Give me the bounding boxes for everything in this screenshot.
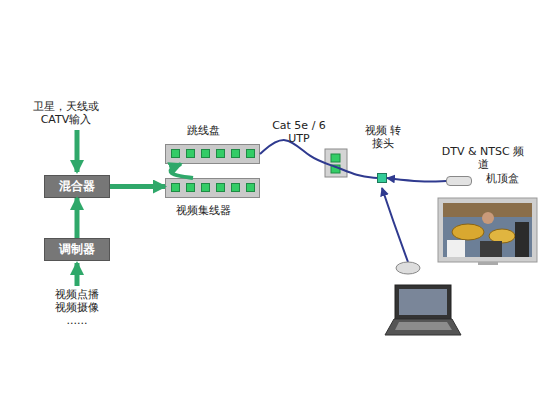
connector — [260, 140, 377, 178]
port-square — [186, 183, 195, 192]
connector — [110, 184, 165, 189]
cable-label: Cat 5e / 6 UTP — [272, 119, 326, 145]
connector — [170, 164, 193, 178]
tv-scene — [480, 241, 502, 257]
port-square — [246, 183, 255, 192]
laptop-screen — [395, 285, 451, 319]
panel-body — [165, 144, 260, 164]
laptop-keyboard — [395, 322, 452, 330]
wall-port — [331, 154, 340, 162]
tv-scene — [515, 222, 529, 257]
wireless-link — [382, 188, 408, 262]
tv-frame — [438, 198, 537, 262]
port-square — [231, 149, 240, 158]
port-square — [171, 183, 180, 192]
annotation-label: DTV & NTSC 频道 — [440, 145, 526, 171]
set-top-box: 机顶盒 — [442, 168, 532, 192]
node-text: 跳线盘 — [168, 124, 238, 137]
laptop-screen — [399, 289, 447, 315]
node-text: 调制器 — [59, 243, 95, 256]
input-arrow — [75, 130, 80, 172]
node-text: 视频集线器 — [168, 204, 238, 217]
tv-scene — [489, 229, 515, 243]
balun-body — [377, 173, 387, 183]
port-square — [171, 149, 180, 158]
video-balun: 视频 转接头 — [362, 124, 404, 186]
process-box: 混合器 — [44, 175, 110, 198]
port-square — [201, 183, 210, 192]
annotation-label: 卫星，天线或 CATV输入 — [24, 100, 108, 126]
port-square — [186, 149, 195, 158]
laptop-base — [385, 319, 461, 335]
wall-port — [331, 165, 340, 173]
port-square — [201, 149, 210, 158]
port-square — [246, 149, 255, 158]
stb-body — [446, 176, 472, 186]
node-text: 混合器 — [59, 180, 95, 193]
process-box: 调制器 — [44, 238, 110, 261]
node-text: 机顶盒 — [486, 172, 519, 185]
connector — [387, 178, 446, 181]
connector — [75, 198, 80, 238]
patch-panel: 视频集线器 — [160, 176, 265, 221]
input-arrow — [75, 263, 80, 286]
port-square — [216, 149, 225, 158]
tv-stand — [478, 262, 498, 265]
tv-scene — [452, 224, 484, 240]
port-square — [231, 183, 240, 192]
patch-panel: 跳线盘 — [160, 121, 265, 166]
tv-scene — [482, 212, 494, 224]
node-text: 视频 转接头 — [362, 124, 404, 150]
annotation-label: 视频点播 视频摄像 ...... — [48, 288, 106, 327]
receiver-device — [396, 262, 420, 274]
port-square — [216, 183, 225, 192]
wall-plate — [325, 149, 347, 177]
panel-body — [165, 178, 260, 198]
tv-scene — [447, 240, 465, 257]
tv-screen — [443, 203, 532, 257]
